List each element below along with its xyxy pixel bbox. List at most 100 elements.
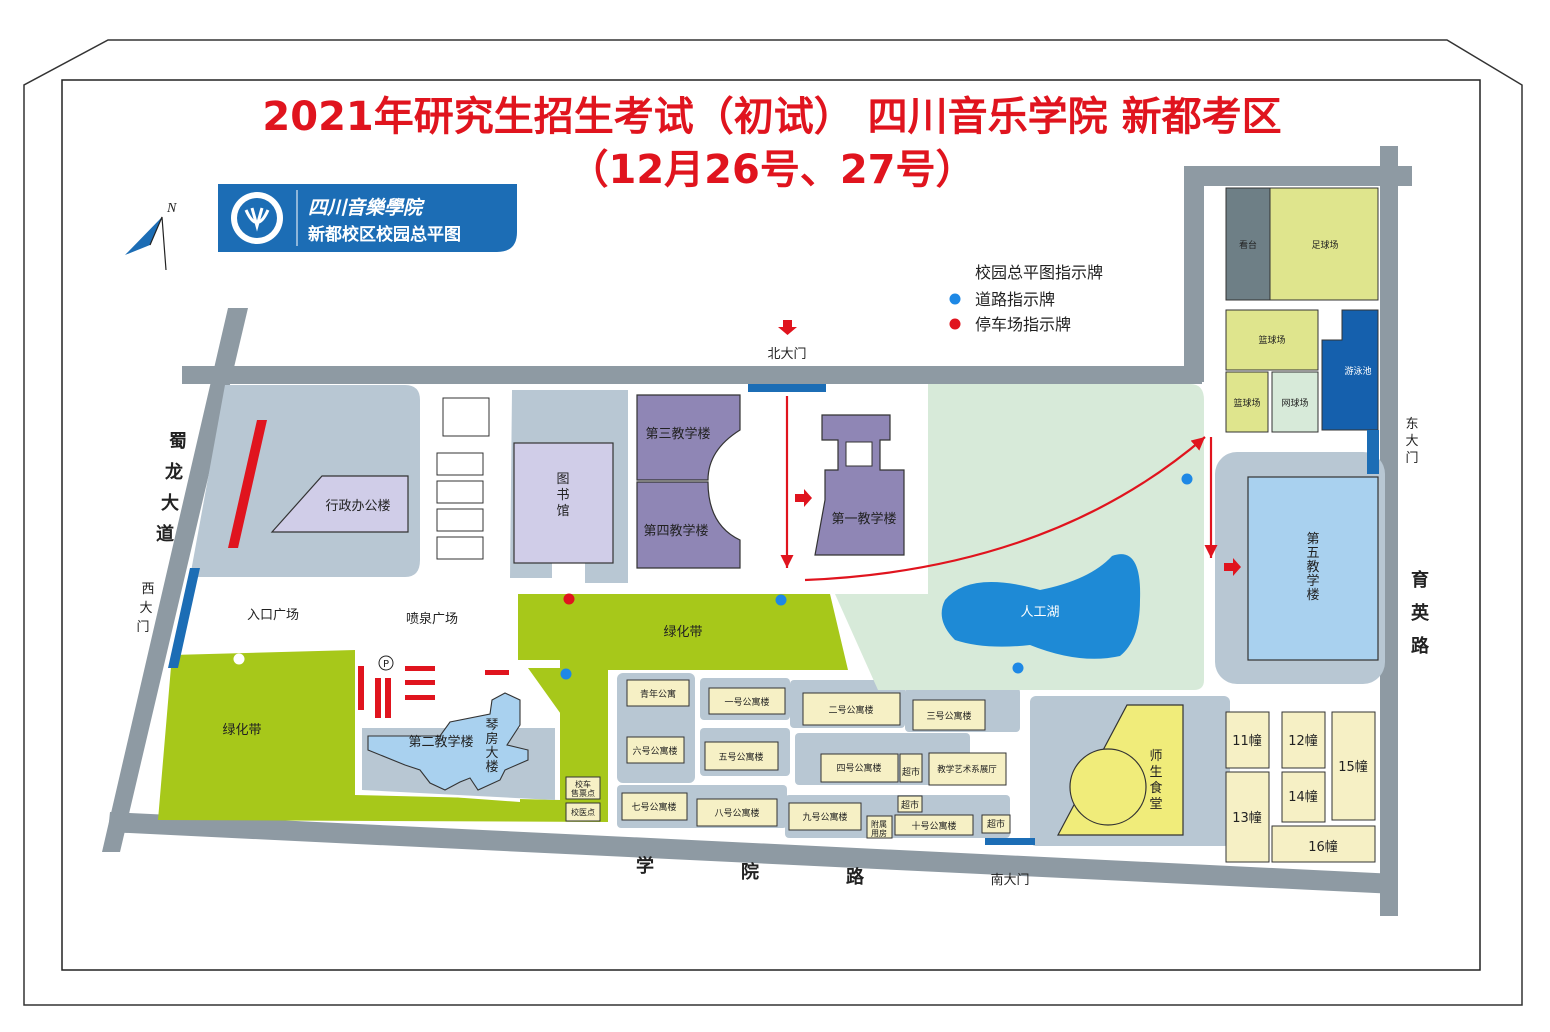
parking-sign-icon xyxy=(563,593,575,605)
north-gate-bar xyxy=(748,384,826,392)
basketball-court-2-label: 篮球场 xyxy=(1233,397,1260,409)
block-12[interactable] xyxy=(1281,711,1326,769)
aux-label-2: 用房 xyxy=(871,828,887,838)
south-road-label-3: 路 xyxy=(846,866,865,888)
market-2[interactable] xyxy=(897,795,923,813)
bus-ticket-office[interactable] xyxy=(565,776,601,800)
dorm-2[interactable] xyxy=(802,692,901,726)
piano-building-label-1: 琴 xyxy=(485,718,498,733)
legend-road-sign-icon xyxy=(949,293,961,305)
legend-title: 校园总平图指示牌 xyxy=(975,263,1103,282)
block-14-label: 14幢 xyxy=(1288,789,1318,805)
entrance-plaza-label: 入口广场 xyxy=(247,608,299,623)
block-16[interactable] xyxy=(1271,825,1376,863)
piano-building-label-4: 楼 xyxy=(485,760,498,775)
legend: 校园总平图指示牌 道路指示牌 停车场指示牌 xyxy=(949,263,1103,334)
library-label-3: 馆 xyxy=(556,504,569,519)
teaching-building-5-label-1: 第 xyxy=(1306,532,1319,547)
inner-frame xyxy=(61,79,1481,971)
east-gate-label: 东 大 门 xyxy=(1405,417,1418,466)
dorm-youth[interactable] xyxy=(626,679,690,707)
swimming-pool-label: 游泳池 xyxy=(1344,365,1371,377)
teaching-building-2[interactable] xyxy=(367,692,529,791)
south-gate-bar xyxy=(985,838,1035,845)
svg-text:大: 大 xyxy=(1405,434,1418,449)
aux-label-1: 附属 xyxy=(871,819,887,829)
market-1[interactable] xyxy=(899,753,923,783)
admin-building[interactable] xyxy=(270,475,409,533)
south-road-label-1: 学 xyxy=(636,855,654,877)
canteen-label-2: 生 xyxy=(1149,765,1162,780)
teaching-building-1-label: 第一教学楼 xyxy=(831,511,896,527)
block-16-label: 16幢 xyxy=(1308,839,1338,855)
market-3[interactable] xyxy=(981,814,1011,834)
block-11-label: 11幢 xyxy=(1232,733,1262,749)
west-gate-label: 西 大 门 xyxy=(136,582,154,635)
green-belt-north-label: 绿化带 xyxy=(663,625,702,640)
dorm-8-label: 八号公寓楼 xyxy=(714,807,759,819)
dorm-3[interactable] xyxy=(912,699,986,731)
exhibition-hall[interactable] xyxy=(928,752,1007,786)
teaching-building-5[interactable] xyxy=(1247,476,1379,661)
block-11[interactable] xyxy=(1225,711,1270,769)
dorm-9-label: 九号公寓楼 xyxy=(802,811,847,823)
road-signs xyxy=(233,473,1193,680)
block-13[interactable] xyxy=(1225,771,1270,863)
north-gate-label: 北大门 xyxy=(767,347,806,362)
teaching-building-5-label-2: 五 xyxy=(1306,546,1319,561)
dorm-8[interactable] xyxy=(696,798,778,827)
stands[interactable] xyxy=(1225,187,1271,301)
dorm-9[interactable] xyxy=(788,802,862,831)
residential-blocks xyxy=(1225,711,1376,863)
basketball-court-1-label: 篮球场 xyxy=(1258,334,1285,346)
clinic[interactable] xyxy=(565,802,601,822)
exhibit-label: 教学艺术系展厅 xyxy=(937,764,997,775)
east-spine-road xyxy=(1184,166,1204,382)
dorm-6[interactable] xyxy=(626,736,685,764)
dorm-1[interactable] xyxy=(708,687,786,715)
artificial-lake xyxy=(941,554,1141,659)
library-label-2: 书 xyxy=(556,488,569,503)
white-marker-icon xyxy=(233,653,245,665)
football-field[interactable] xyxy=(1269,187,1379,301)
svg-text:大: 大 xyxy=(139,601,152,616)
block-13-label: 13幢 xyxy=(1232,810,1262,826)
dorm-4-label: 四号公寓楼 xyxy=(836,762,881,774)
basketball-court-1[interactable] xyxy=(1225,309,1319,371)
road-sign-icon xyxy=(1012,662,1024,674)
teaching-building-5-label-3: 教 xyxy=(1306,559,1319,575)
dorm-7[interactable] xyxy=(621,792,688,821)
dorm-4[interactable] xyxy=(820,753,899,783)
swimming-pool[interactable] xyxy=(1321,309,1379,431)
parking-stripes xyxy=(358,666,509,718)
dorm-2-label: 二号公寓楼 xyxy=(828,704,873,716)
tennis-court[interactable] xyxy=(1271,371,1319,433)
top-road xyxy=(1184,166,1412,186)
teaching-building-3[interactable] xyxy=(636,394,741,481)
parking-stripes-west xyxy=(228,420,267,548)
svg-text:门: 门 xyxy=(136,620,149,635)
east-road-label-3: 路 xyxy=(1411,635,1430,657)
teaching-building-1[interactable] xyxy=(814,414,905,556)
dorm-5[interactable] xyxy=(704,741,779,771)
teaching-building-4[interactable] xyxy=(636,481,741,569)
basketball-court-2[interactable] xyxy=(1225,371,1269,433)
dorm-10-label: 十号公寓楼 xyxy=(911,820,956,832)
teaching-building-3-label: 第三教学楼 xyxy=(645,426,710,442)
aux-building[interactable] xyxy=(866,815,893,839)
dorm-10[interactable] xyxy=(894,814,974,836)
library-building[interactable] xyxy=(513,442,614,564)
east-gate-bar xyxy=(1367,430,1379,474)
stands-label: 看台 xyxy=(1239,239,1257,251)
block-14[interactable] xyxy=(1281,771,1326,823)
road-sign-icon xyxy=(775,594,787,606)
map-subtitle: 新都校区校园总平图 xyxy=(308,224,461,245)
page-title-line2: （12月26号、27号） xyxy=(569,147,976,193)
bus-ticket-label-2: 售票点 xyxy=(571,788,595,798)
svg-text:P: P xyxy=(383,659,389,670)
legend-road-sign-label: 道路指示牌 xyxy=(975,290,1055,309)
page-title-line1: 2021年研究生招生考试（初试） 四川音乐学院 新都考区 xyxy=(262,94,1281,140)
canteen-label-3: 食 xyxy=(1149,780,1162,796)
block-15[interactable] xyxy=(1331,711,1376,821)
